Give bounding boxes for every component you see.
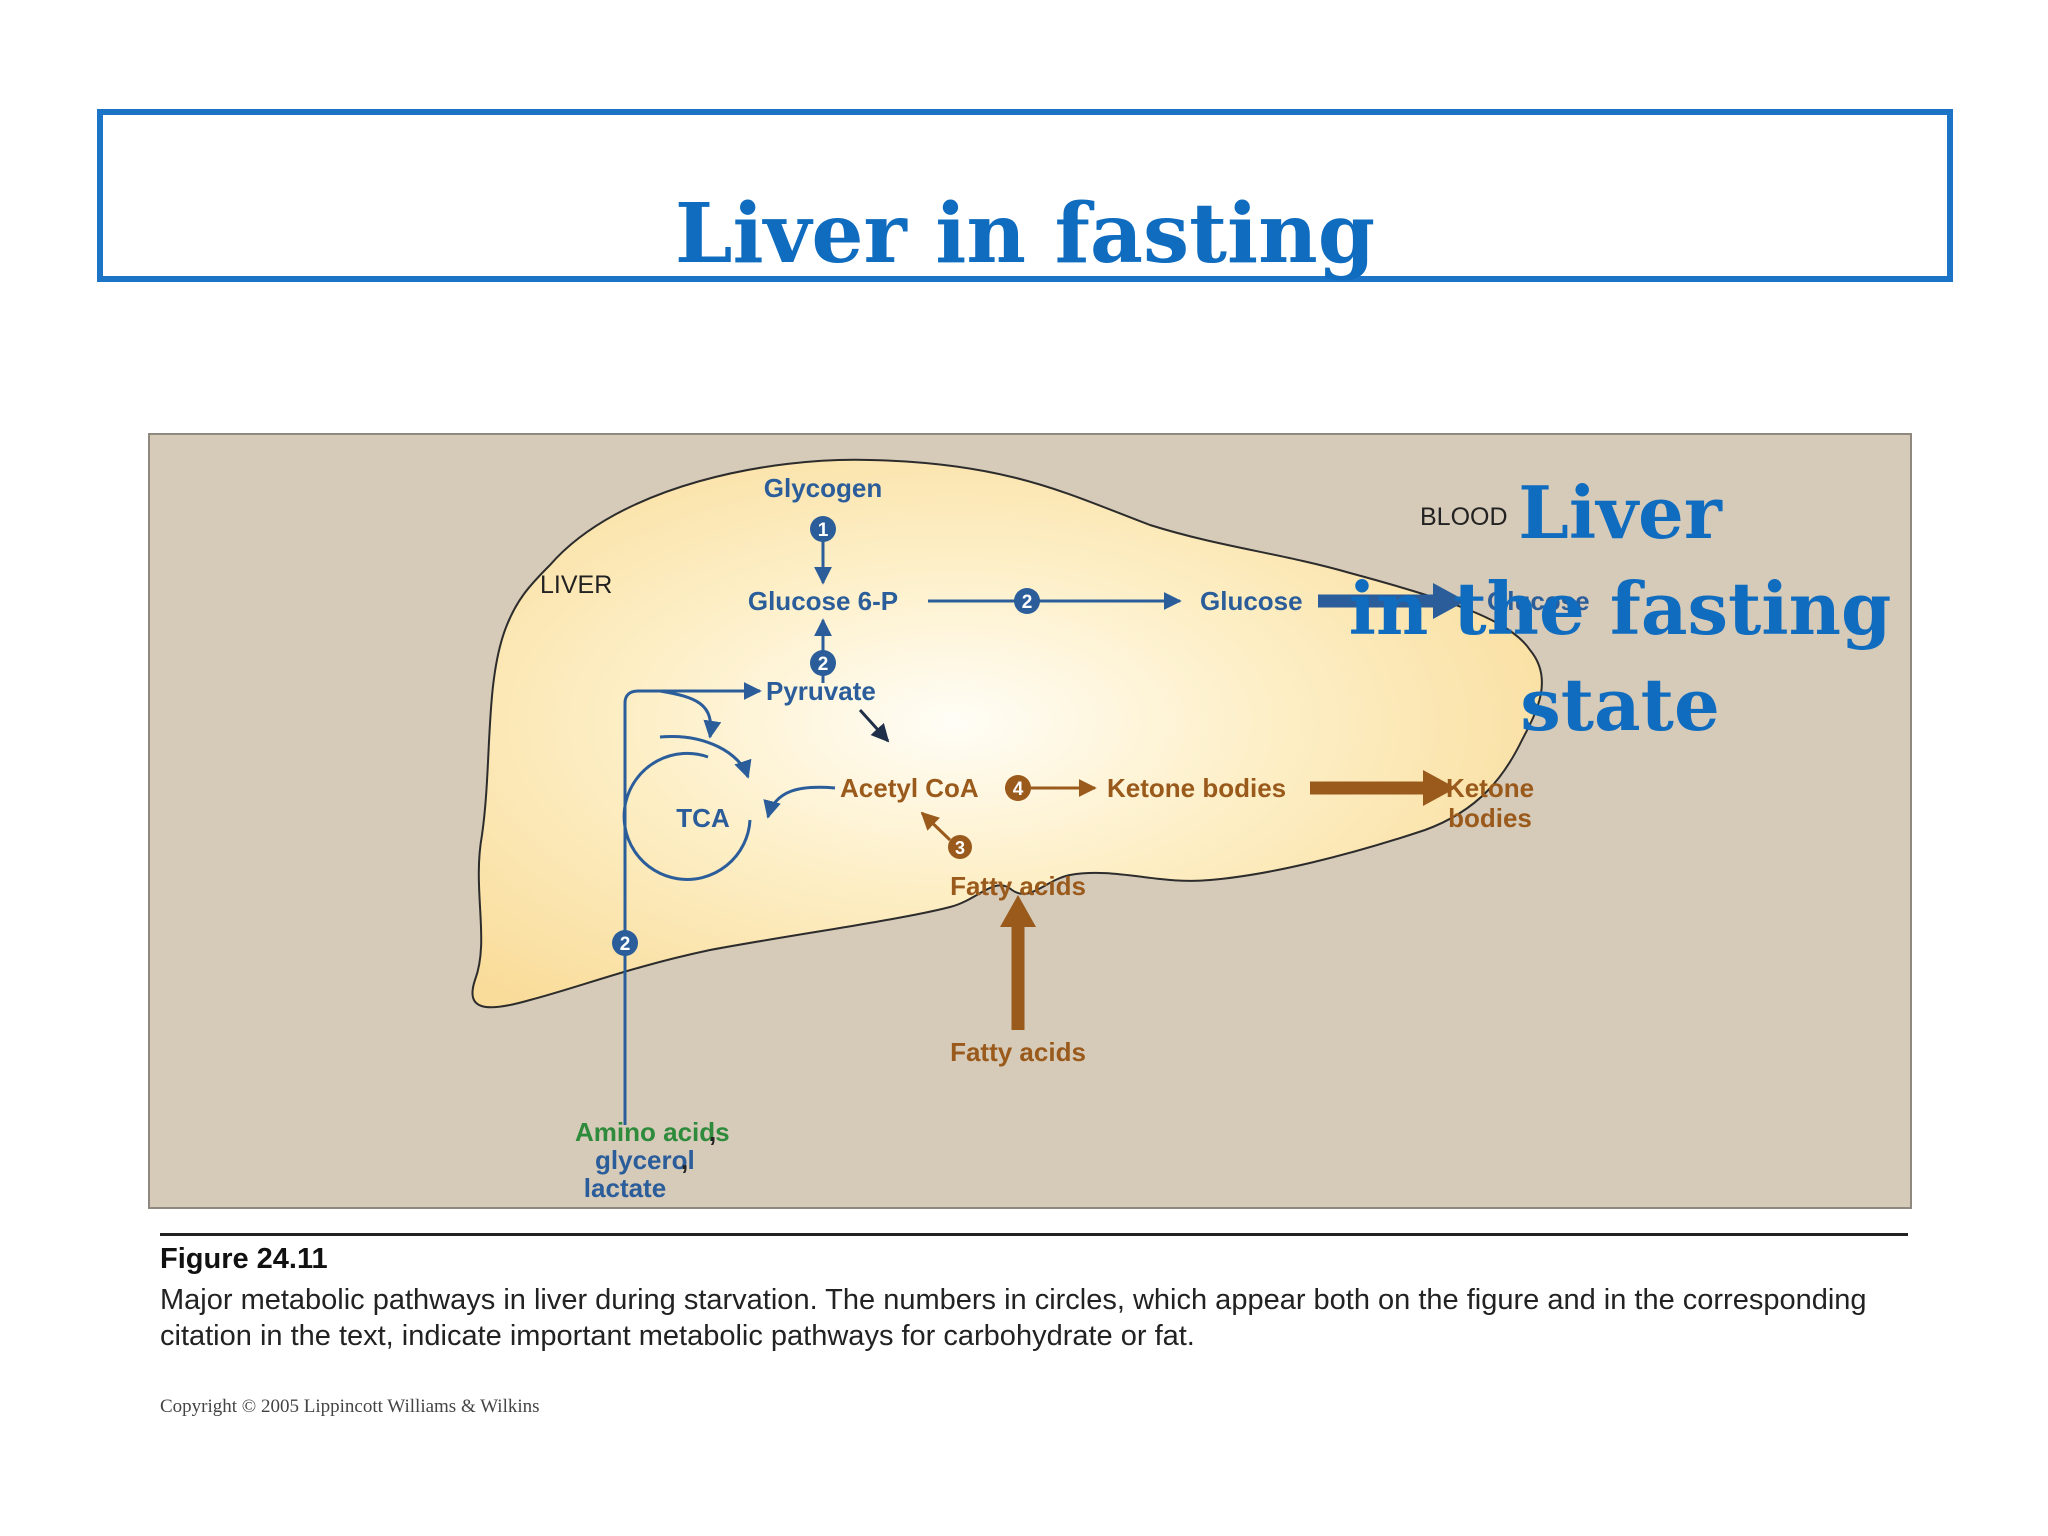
slide-title: Liver in fasting xyxy=(674,186,1376,282)
arrow-branch-to-tca xyxy=(659,689,722,739)
label-comma-1: , xyxy=(709,1117,716,1147)
pathway-badge-2b: 2 xyxy=(810,650,836,676)
overlay-line-3: state xyxy=(1520,662,1720,747)
arrow-precursors-to-pyruvate xyxy=(623,682,762,1125)
svg-text:3: 3 xyxy=(955,838,965,858)
arrow-pyruvate-to-acetylcoa xyxy=(858,708,890,743)
overlay-line-2: in the fasting xyxy=(1348,566,1892,651)
liver-shape xyxy=(471,458,1543,1009)
figure-caption: Major metabolic pathways in liver during… xyxy=(160,1284,1867,1352)
label-fatty-acids-liver: Fatty acids xyxy=(950,871,1086,901)
label-glycogen: Glycogen xyxy=(764,473,882,503)
label-acetyl-coa: Acetyl CoA xyxy=(840,773,979,803)
label-glucose-liver: Glucose xyxy=(1200,586,1303,616)
label-blood: BLOOD xyxy=(1420,503,1508,531)
svg-text:1: 1 xyxy=(818,520,829,541)
metabolic-diagram: 1 2 2 2 3 4 LIVER BLOOD Glycogen Glucose… xyxy=(471,458,1590,1203)
overlay-text: Liver in the fasting state xyxy=(1330,465,1910,753)
arrow-acetylcoa-to-tca xyxy=(763,785,836,819)
label-ketone-blood-2: bodies xyxy=(1448,803,1532,833)
tca-cycle xyxy=(622,751,752,881)
pathway-badge-3: 3 xyxy=(948,835,972,859)
arrowhead-fattyacids-blood-to-liver xyxy=(1000,895,1036,927)
svg-text:2: 2 xyxy=(818,654,829,675)
pathway-badge-2c: 2 xyxy=(612,930,638,956)
label-tca: TCA xyxy=(676,803,730,833)
pathway-badge-1: 1 xyxy=(810,516,836,542)
pathway-badge-2a: 2 xyxy=(1014,588,1040,614)
label-fatty-acids-blood: Fatty acids xyxy=(950,1037,1086,1067)
label-ketone-liver: Ketone bodies xyxy=(1107,773,1286,803)
arrow-tca-entry xyxy=(659,734,752,779)
copyright-notice: Copyright © 2005 Lippincott Williams & W… xyxy=(160,1396,540,1417)
title-box: Liver in fasting xyxy=(97,109,1953,282)
label-glycerol: glycerol xyxy=(595,1145,695,1175)
arrowhead-glucose-to-blood xyxy=(1433,583,1466,619)
svg-text:2: 2 xyxy=(1022,592,1033,613)
figure-panel: 1 2 2 2 3 4 LIVER BLOOD Glycogen Glucose… xyxy=(148,433,1912,1209)
label-liver: LIVER xyxy=(540,571,612,599)
arrow-fattyacids-to-acetylcoa xyxy=(920,811,952,842)
label-comma-2: , xyxy=(681,1145,688,1175)
caption-rule xyxy=(160,1233,1908,1236)
pathway-badge-4: 4 xyxy=(1005,775,1031,801)
arrowhead-ketone-to-blood xyxy=(1423,770,1456,806)
label-amino-acids: Amino acids xyxy=(575,1117,730,1147)
label-glucose-blood: Glucose xyxy=(1487,586,1590,616)
label-lactate: lactate xyxy=(584,1173,666,1203)
label-ketone-blood-1: Ketone xyxy=(1446,773,1534,803)
overlay-line-1: Liver xyxy=(1518,470,1722,555)
svg-text:4: 4 xyxy=(1013,779,1024,800)
svg-text:2: 2 xyxy=(620,934,631,955)
label-glucose-6p: Glucose 6-P xyxy=(748,586,898,616)
label-pyruvate: Pyruvate xyxy=(766,676,876,706)
figure-label: Figure 24.11 xyxy=(160,1243,328,1275)
